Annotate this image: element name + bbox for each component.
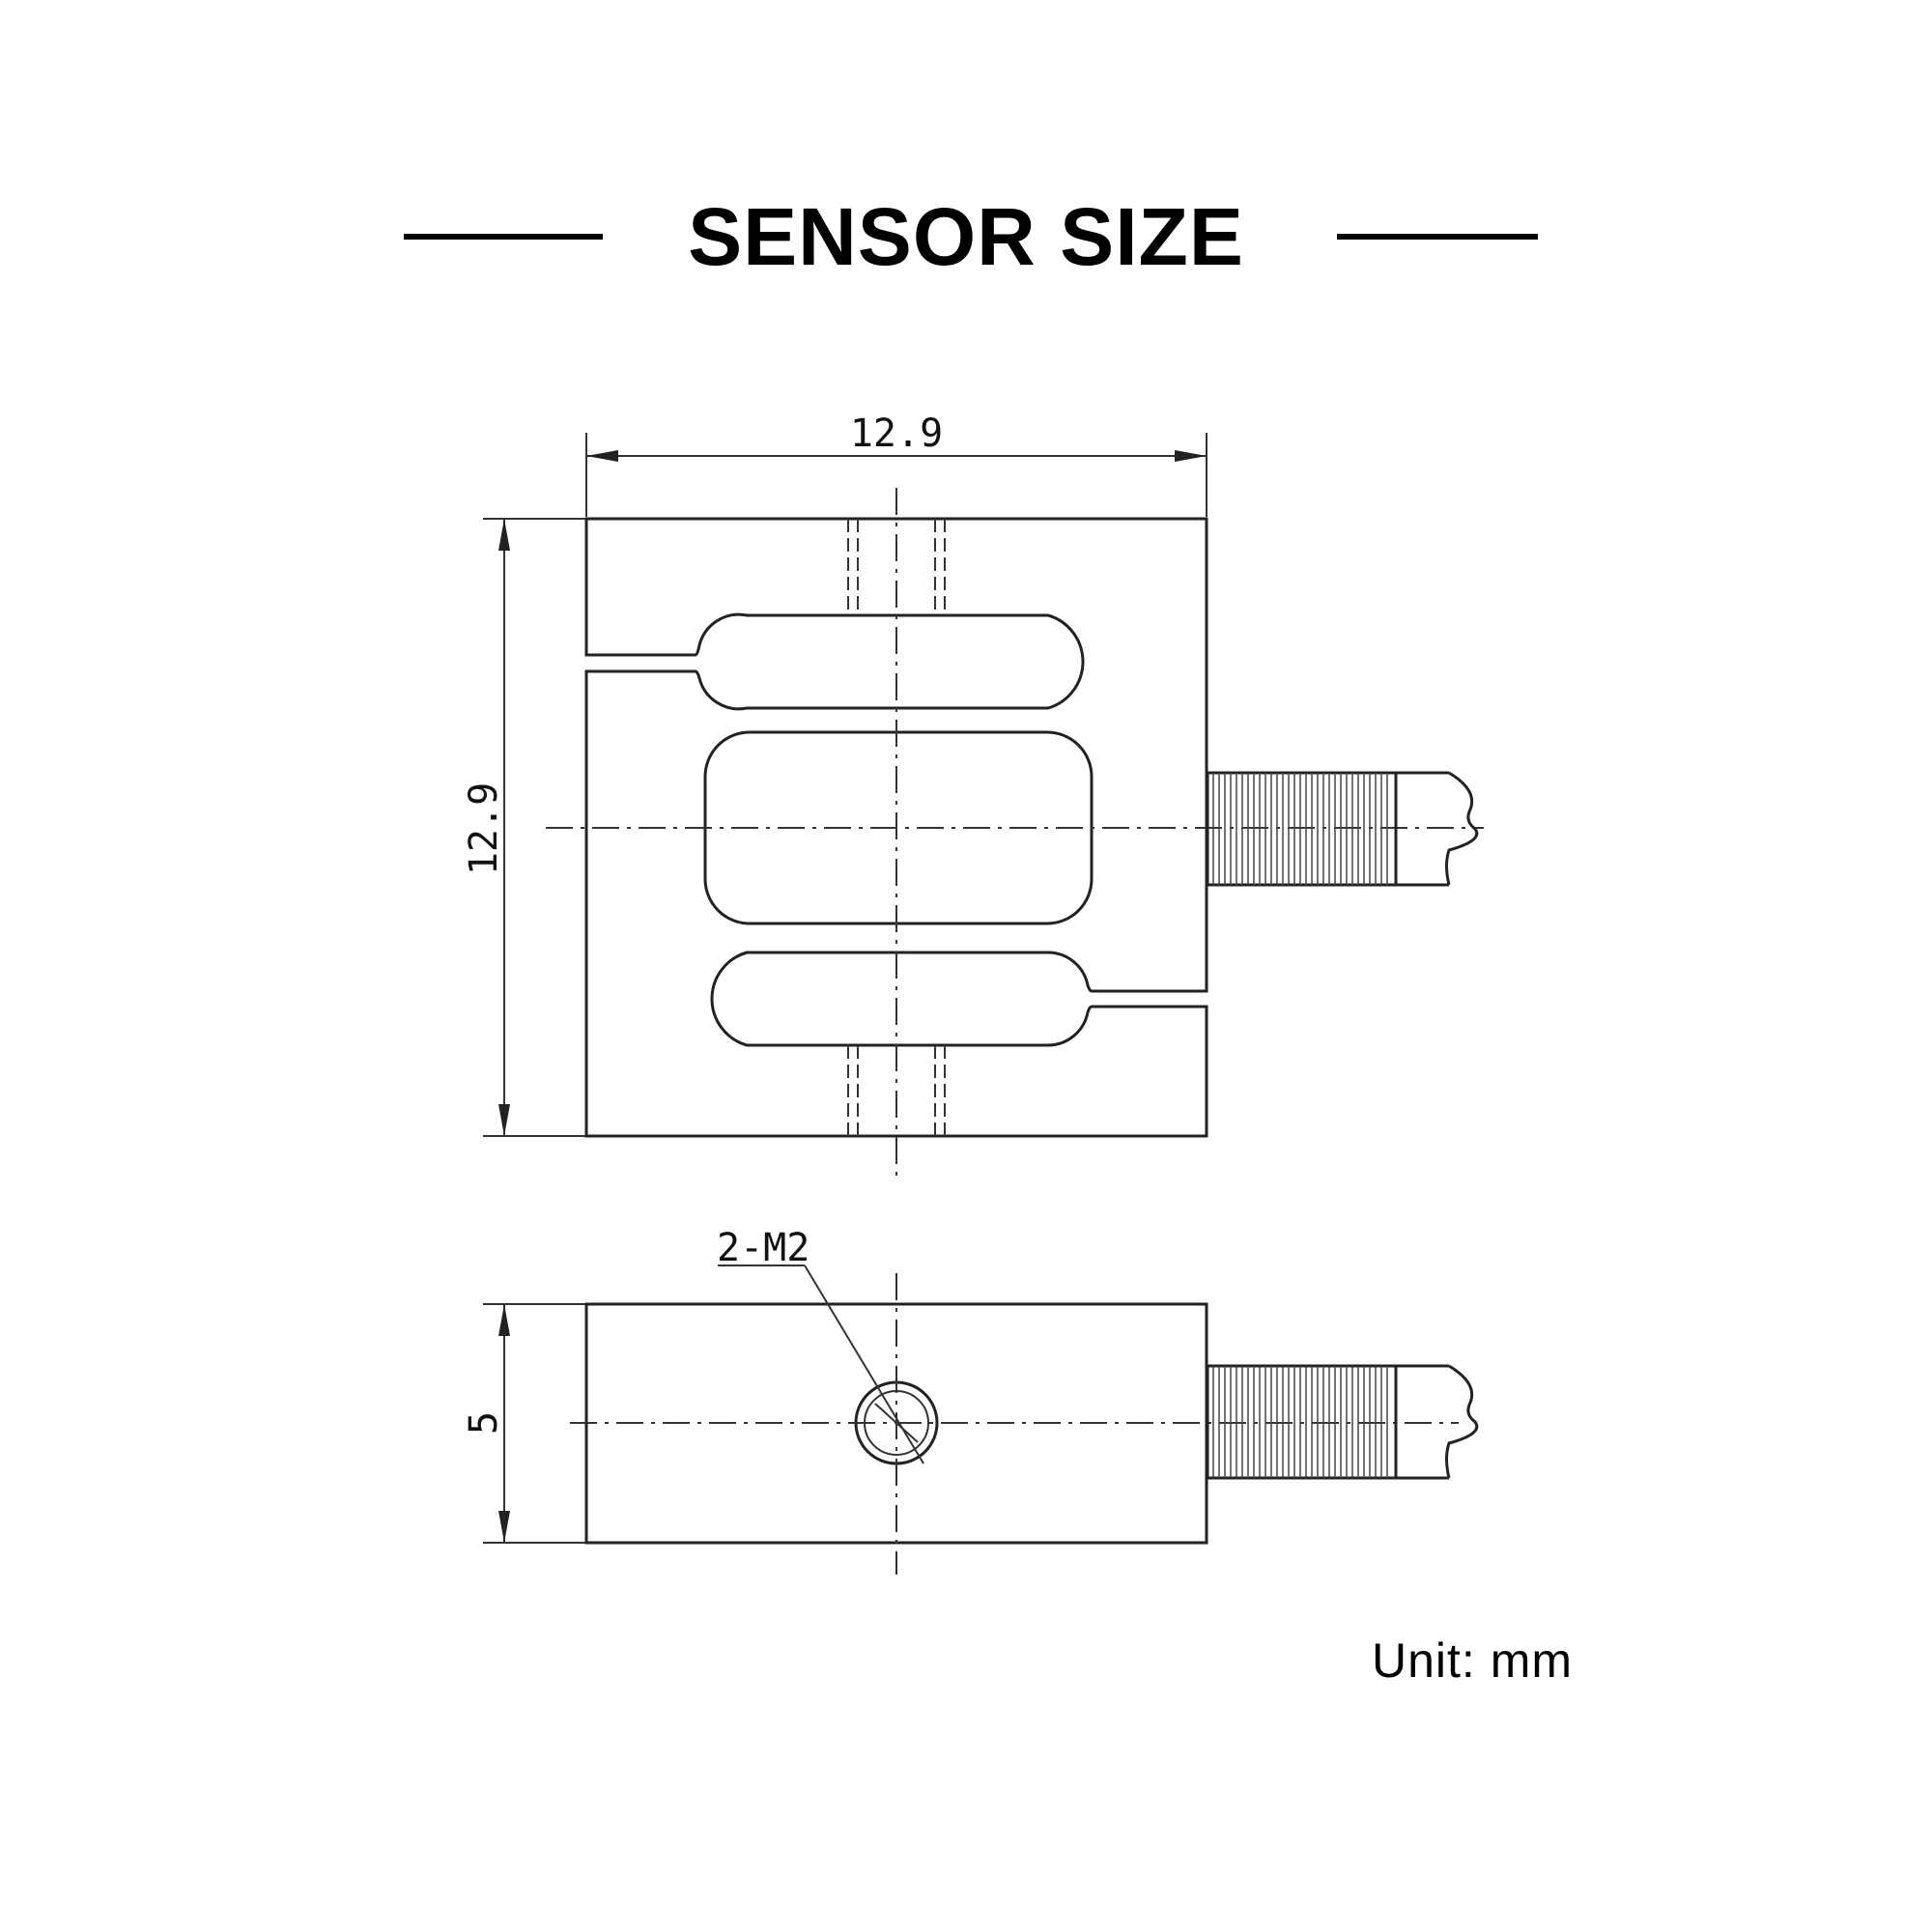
threaded-hole — [718, 1264, 939, 1465]
title-rule-right — [1337, 234, 1538, 240]
title-rule-left — [404, 234, 603, 240]
front-view: 12.9 12.9 — [462, 412, 1484, 1180]
sensor-body-outline — [584, 517, 1208, 1138]
thread-label: 2-M2 — [717, 1226, 810, 1270]
width-value: 12.9 — [850, 412, 943, 456]
height-value: 12.9 — [462, 782, 506, 875]
title-block: SENSOR SIZE — [0, 188, 1932, 285]
cable-front — [1206, 771, 1479, 887]
width-dimension: 12.9 — [585, 412, 1208, 517]
height-dimension: 12.9 — [462, 518, 589, 1137]
hidden-holes — [847, 519, 946, 1136]
thickness-dimension: 5 — [462, 1303, 589, 1544]
cable-side — [1206, 1364, 1479, 1480]
side-view: 5 2-M2 — [462, 1226, 1479, 1575]
unit-label: Unit: mm — [1372, 1634, 1573, 1688]
page-title: SENSOR SIZE — [688, 191, 1244, 282]
thickness-value: 5 — [462, 1411, 506, 1435]
